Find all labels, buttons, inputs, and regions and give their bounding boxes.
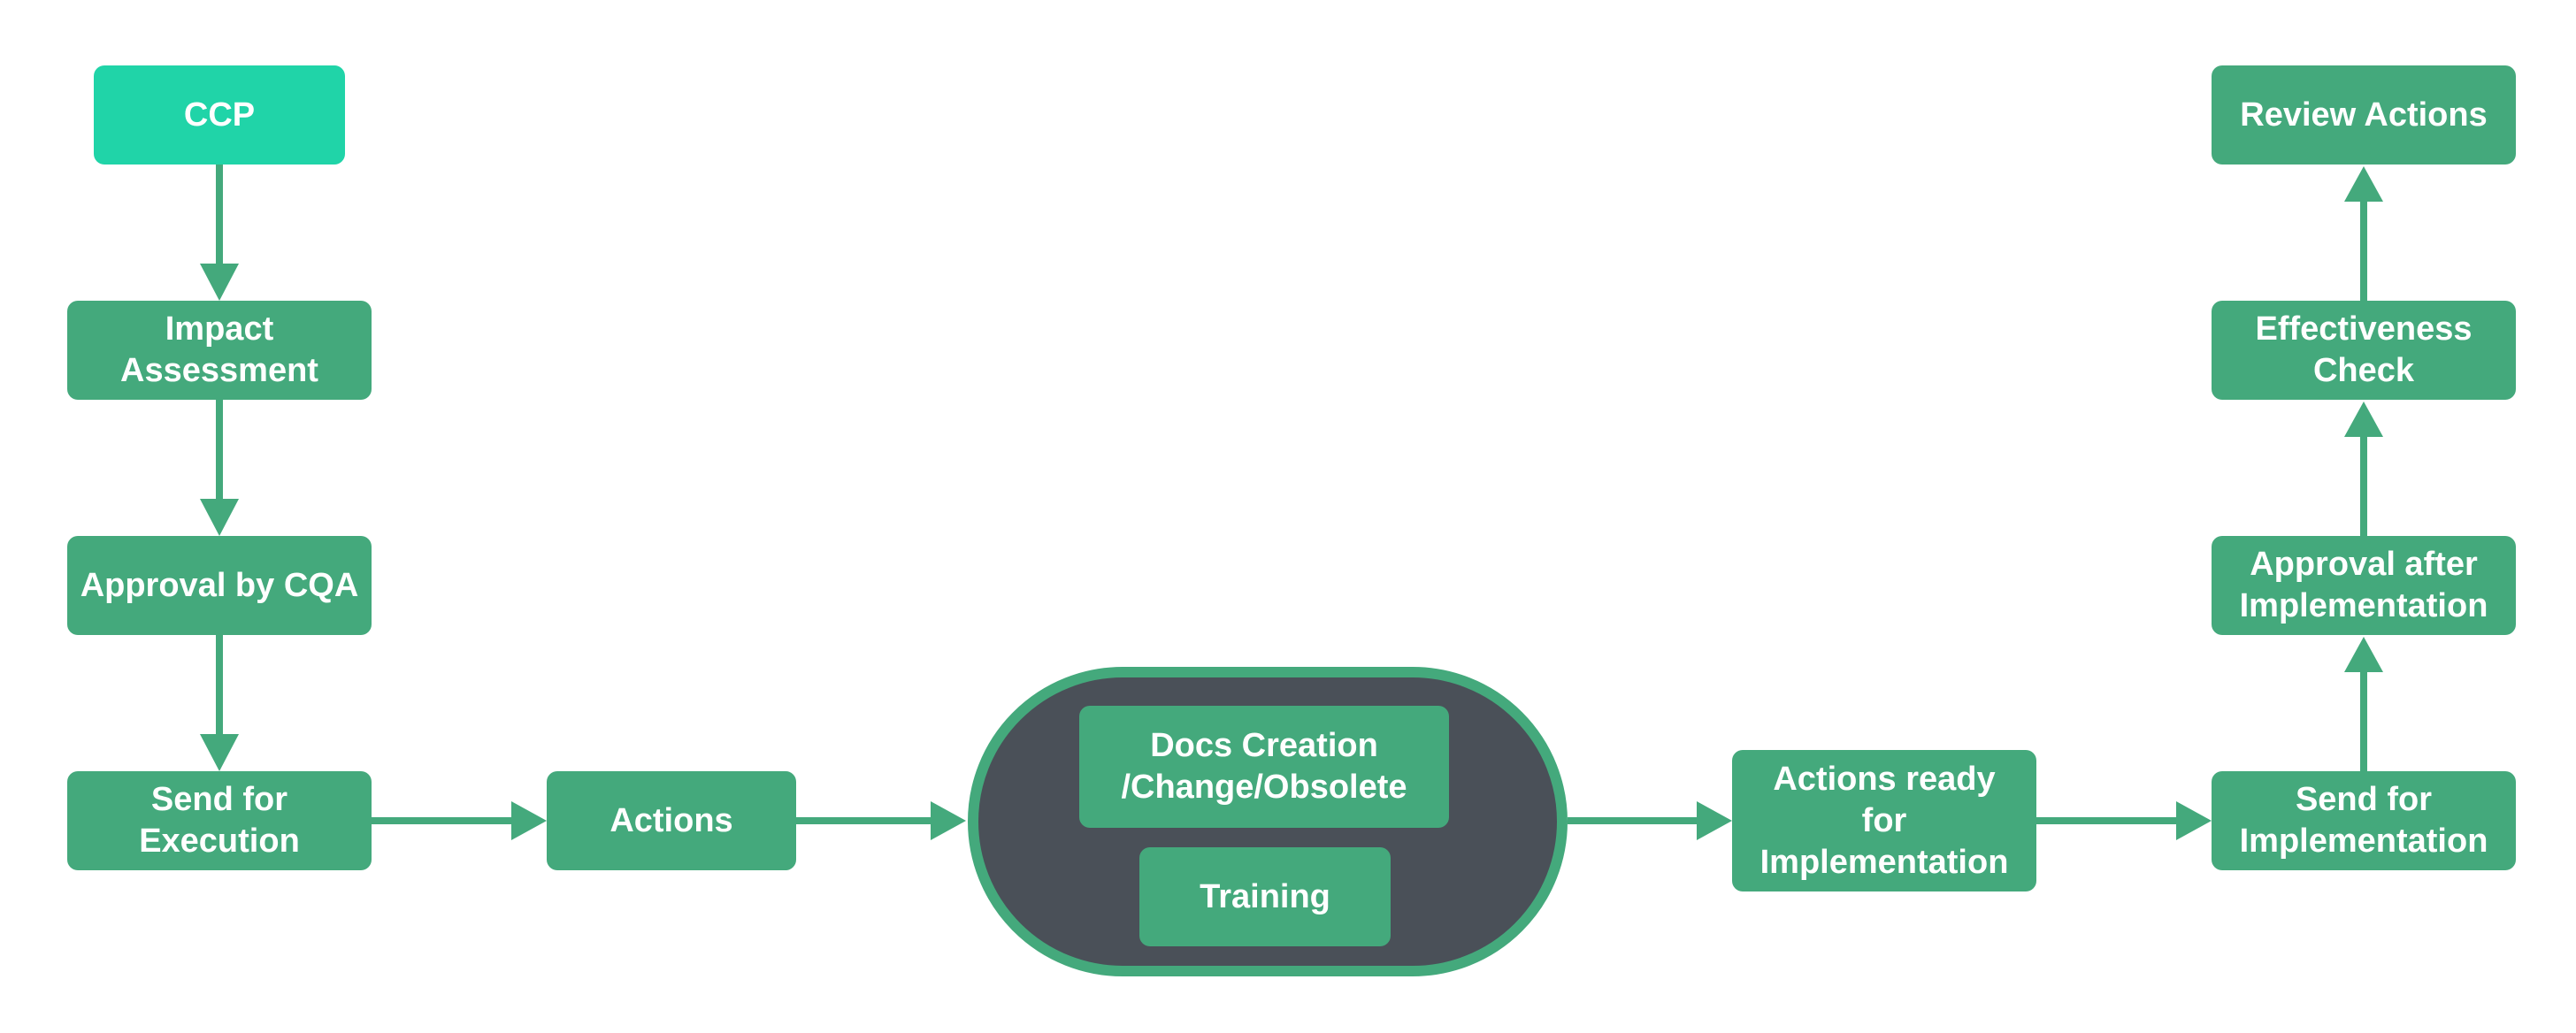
arrowhead-up-icon [2344, 402, 2383, 437]
arrowhead-right-icon [511, 801, 547, 840]
node-actions: Actions [547, 771, 796, 870]
arrowhead-right-icon [1697, 801, 1732, 840]
arrowhead-up-icon [2344, 637, 2383, 672]
arrowhead-right-icon [931, 801, 966, 840]
node-review-actions: Review Actions [2212, 65, 2516, 165]
arrowhead-down-icon [200, 264, 239, 301]
arrowhead-down-icon [200, 499, 239, 536]
node-ccp: CCP [94, 65, 345, 165]
arrowhead-down-icon [200, 734, 239, 771]
node-approval-by-cqa: Approval by CQA [67, 536, 372, 635]
node-training: Training [1139, 847, 1391, 946]
node-approval-after-implementation: Approval after Implementation [2212, 536, 2516, 635]
node-send-for-execution: Send for Execution [67, 771, 372, 870]
arrowhead-right-icon [2176, 801, 2212, 840]
arrowhead-up-icon [2344, 166, 2383, 202]
node-actions-ready: Actions ready for Implementation [1732, 750, 2036, 891]
node-effectiveness-check: Effectiveness Check [2212, 301, 2516, 400]
node-impact-assessment: Impact Assessment [67, 301, 372, 400]
node-docs-creation: Docs Creation /Change/Obsolete [1079, 706, 1449, 828]
node-send-for-implementation: Send for Implementation [2212, 771, 2516, 870]
